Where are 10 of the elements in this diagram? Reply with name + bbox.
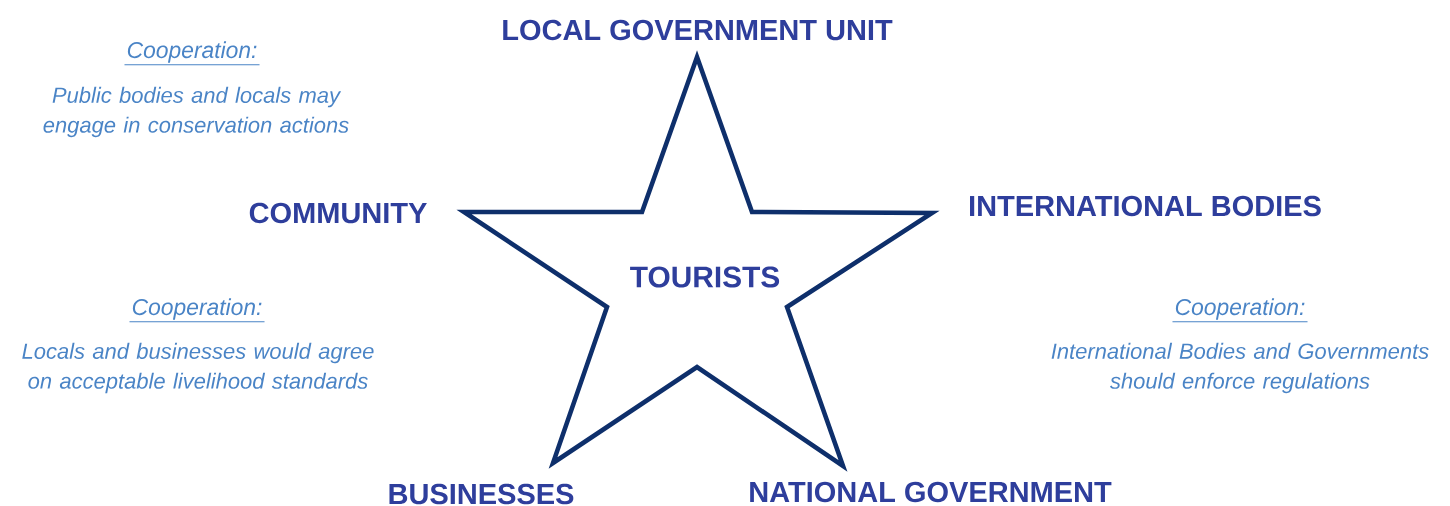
heading: COMMUNITY [249,202,427,224]
underlined-heading: Cooperation: [1171,298,1309,323]
note: Public bodies and locals may engage in conservation actions [43,86,349,138]
underlined-heading: Cooperation: [123,41,261,66]
heading: INTERNATIONAL BODIES [970,195,1321,217]
heading: NATIONAL GOVERNMENT [750,481,1112,503]
note: Locals and businesses would agree on acceptable livelihood standards [22,342,374,394]
heading: BUSINESSES [389,483,574,505]
underlined-heading: Cooperation: [128,298,266,323]
note: International Bodies and Governments should enforce regulations [1051,342,1429,394]
